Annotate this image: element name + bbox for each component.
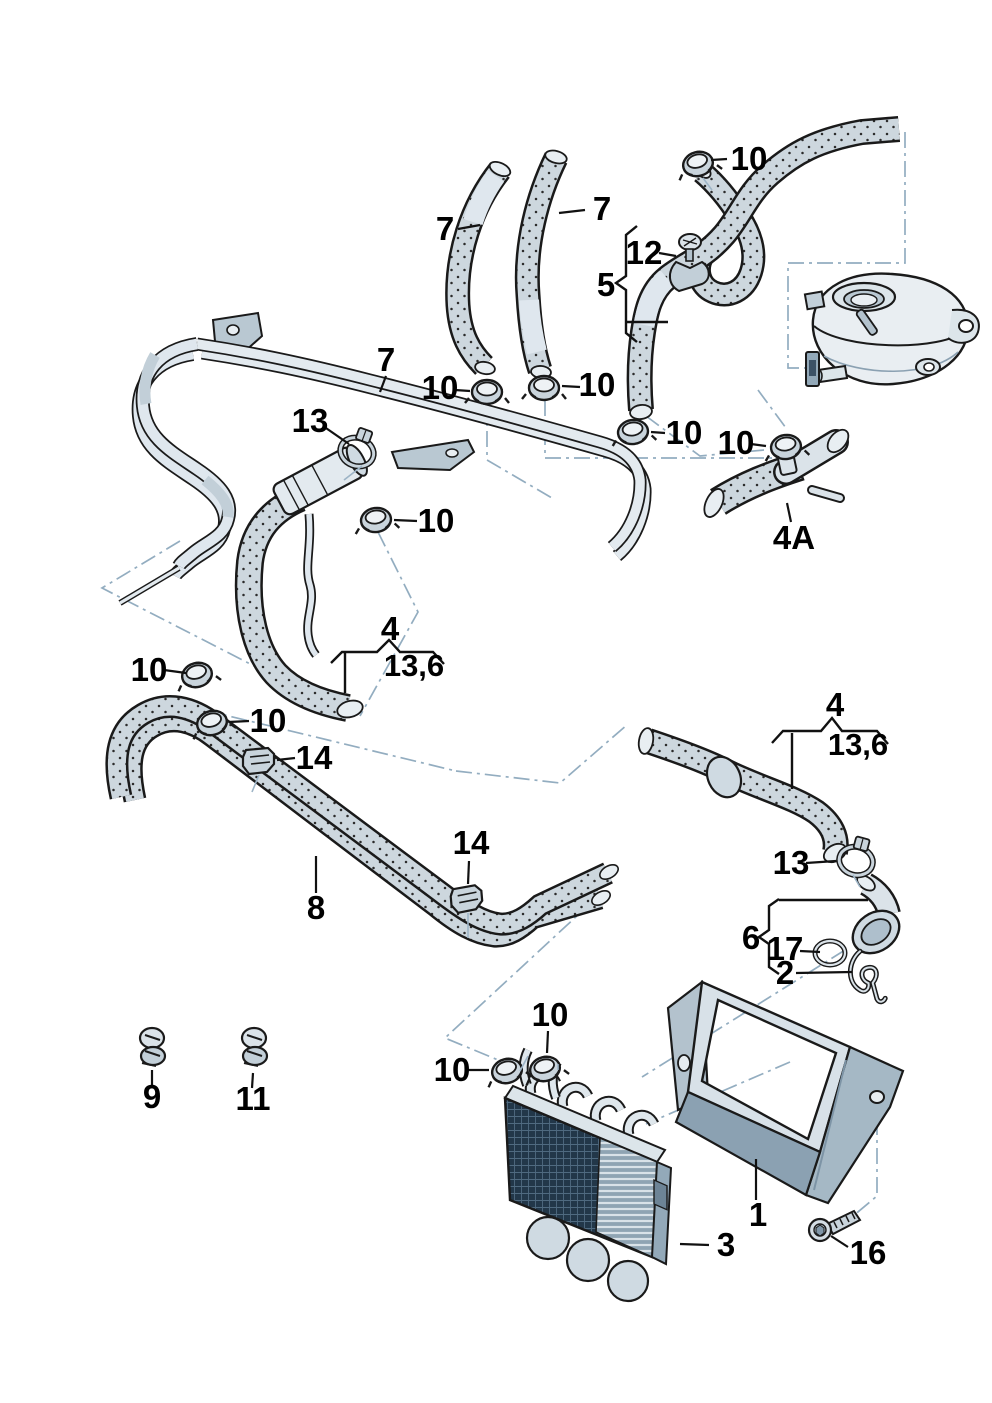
callout-7-1[interactable]: 7 bbox=[436, 210, 454, 247]
callout-labels: 10 7 7 12 5 7 10 10 13 10 10 4A 10 4 13,… bbox=[131, 140, 889, 1271]
callout-8[interactable]: 8 bbox=[307, 889, 325, 926]
retaining-clip-14 bbox=[241, 746, 276, 776]
callout-13-6-2[interactable]: 13,6 bbox=[828, 727, 888, 762]
screw-16 bbox=[807, 1209, 862, 1243]
callout-10-9[interactable]: 10 bbox=[532, 996, 569, 1033]
bracket-4-left bbox=[330, 638, 445, 665]
callout-14-2[interactable]: 14 bbox=[453, 824, 490, 861]
callout-17[interactable]: 17 bbox=[767, 930, 804, 967]
hose-grommet bbox=[705, 755, 743, 799]
twin-coolant-hose-8 bbox=[105, 695, 619, 948]
group-brackets bbox=[330, 225, 889, 975]
callout-13-1[interactable]: 13 bbox=[292, 402, 329, 439]
leader-lines bbox=[150, 157, 853, 1248]
callout-3[interactable]: 3 bbox=[717, 1226, 735, 1263]
coolant-hose-4-left bbox=[234, 443, 368, 722]
callout-12[interactable]: 12 bbox=[626, 234, 663, 271]
duct-hole bbox=[677, 1054, 691, 1072]
callout-5[interactable]: 5 bbox=[597, 266, 615, 303]
retainer-12 bbox=[669, 233, 710, 293]
callout-10-8[interactable]: 10 bbox=[250, 702, 287, 739]
retaining-clip-2 bbox=[847, 948, 888, 1005]
clip-11 bbox=[240, 1026, 269, 1068]
bracket-4-right bbox=[771, 716, 889, 745]
callout-4-1[interactable]: 4 bbox=[381, 610, 400, 647]
callout-10-3[interactable]: 10 bbox=[579, 366, 616, 403]
callout-10-10[interactable]: 10 bbox=[434, 1051, 471, 1088]
callout-10-5[interactable]: 10 bbox=[718, 424, 755, 461]
callout-14-1[interactable]: 14 bbox=[296, 739, 333, 776]
callout-7-3[interactable]: 7 bbox=[377, 341, 395, 378]
auxiliary-radiator-3 bbox=[503, 1047, 673, 1303]
callout-10-7[interactable]: 10 bbox=[131, 651, 168, 688]
callout-1[interactable]: 1 bbox=[749, 1196, 767, 1233]
connecting-piece-6 bbox=[851, 873, 901, 955]
bracket-6 bbox=[756, 898, 780, 975]
expansion-tank bbox=[803, 272, 980, 387]
coolant-hose-4-right bbox=[637, 727, 849, 864]
screw-boss bbox=[869, 1090, 885, 1104]
callout-13-2[interactable]: 13 bbox=[773, 844, 810, 881]
callout-4-2[interactable]: 4 bbox=[826, 686, 845, 723]
callout-10-4[interactable]: 10 bbox=[666, 414, 703, 451]
callout-7-2[interactable]: 7 bbox=[593, 190, 611, 227]
clip-9 bbox=[138, 1026, 167, 1068]
callout-10-2[interactable]: 10 bbox=[422, 369, 459, 406]
spring-clamp-10 bbox=[171, 656, 223, 694]
callout-10-6[interactable]: 10 bbox=[418, 502, 455, 539]
bracket-5 bbox=[613, 225, 638, 343]
coolant-pipe-assembly-7 bbox=[118, 311, 652, 606]
pipe-strap-bracket bbox=[390, 438, 476, 472]
callout-6[interactable]: 6 bbox=[742, 919, 760, 956]
callout-13-6-1[interactable]: 13,6 bbox=[384, 648, 444, 683]
callout-16[interactable]: 16 bbox=[850, 1234, 887, 1271]
coolant-hose-7-left bbox=[445, 160, 512, 376]
spring-clamp-10 bbox=[351, 503, 401, 537]
coolant-hose-7-right bbox=[514, 149, 568, 379]
callout-4A[interactable]: 4A bbox=[773, 519, 815, 556]
callout-10-1[interactable]: 10 bbox=[731, 140, 768, 177]
callout-9[interactable]: 9 bbox=[143, 1078, 161, 1115]
tank-side-tab bbox=[803, 290, 826, 311]
helper-lines bbox=[251, 177, 861, 1072]
callout-2[interactable]: 2 bbox=[776, 954, 794, 991]
o-ring-17 bbox=[812, 938, 848, 968]
spring-clamp-10 bbox=[520, 374, 568, 402]
air-duct-1 bbox=[666, 979, 905, 1205]
hose-4-connector bbox=[272, 443, 368, 516]
hose-connector-4A bbox=[703, 428, 850, 518]
bracket-hole bbox=[226, 324, 240, 336]
callout-11[interactable]: 11 bbox=[236, 1080, 271, 1117]
